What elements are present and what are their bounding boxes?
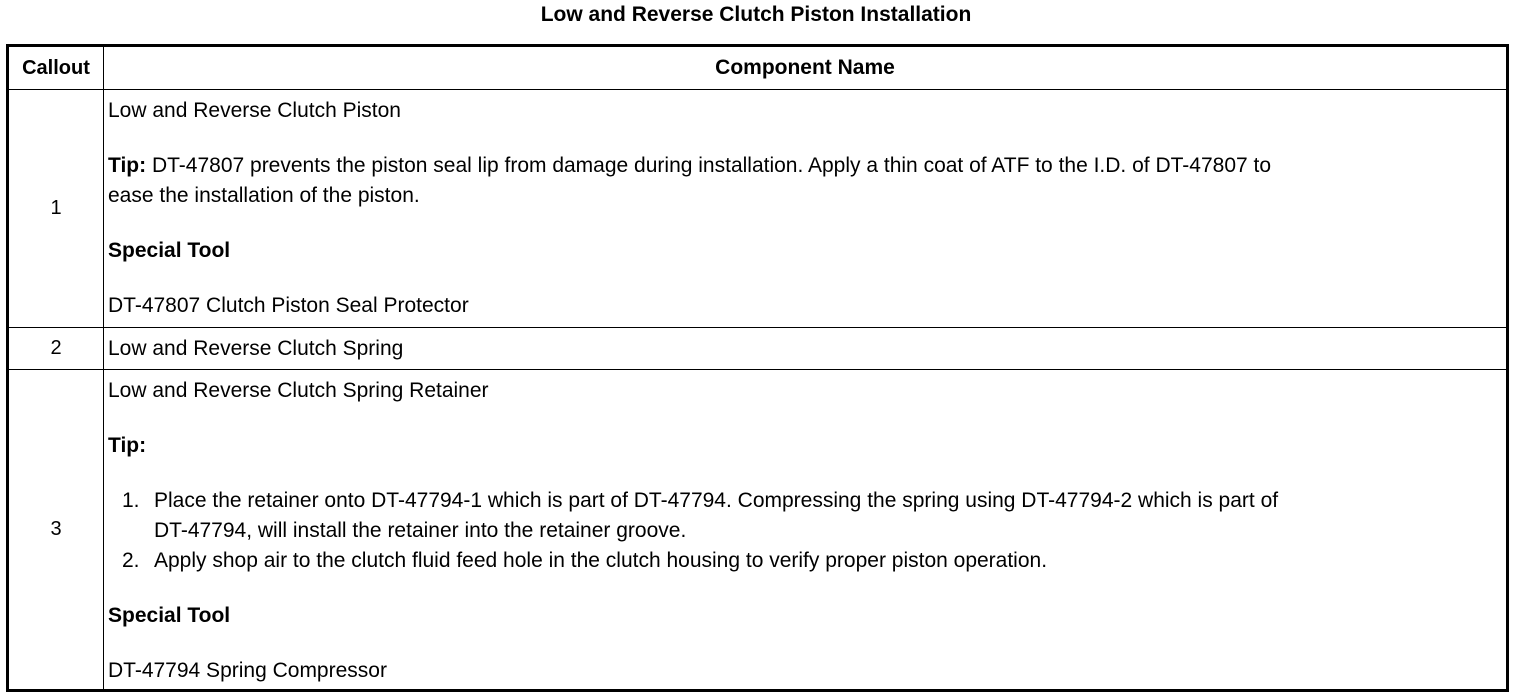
table-row: 3 Low and Reverse Clutch Spring Retainer…: [9, 369, 1506, 689]
component-cell: Low and Reverse Clutch Piston Tip: DT-47…: [104, 90, 1506, 327]
special-tool-name: DT-47794 Spring Compressor: [108, 659, 387, 682]
table-header-row: Callout Component Name: [9, 47, 1506, 89]
tip-line-2: ease the installation of the piston.: [108, 184, 420, 207]
component-cell: Low and Reverse Clutch Spring: [104, 328, 1506, 369]
list-item: 2. Apply shop air to the clutch fluid fe…: [104, 546, 1278, 576]
step-line-1: Apply shop air to the clutch fluid feed …: [154, 549, 1048, 572]
document-title: Low and Reverse Clutch Piston Installati…: [540, 3, 972, 26]
header-component-name: Component Name: [715, 56, 895, 79]
tip-line-1: DT-47807 prevents the piston seal lip fr…: [151, 154, 1272, 177]
callout-number: 1: [9, 90, 104, 327]
tip-label: Tip:: [108, 154, 147, 177]
list-item: 1. Place the retainer onto DT-47794-1 wh…: [104, 486, 1278, 546]
component-name: Low and Reverse Clutch Spring: [108, 337, 404, 360]
tip-label: Tip:: [108, 434, 147, 457]
step-number: 1.: [122, 489, 140, 512]
tip-text: Tip: DT-47807 prevents the piston seal l…: [108, 151, 1271, 181]
special-tool-label: Special Tool: [108, 604, 231, 627]
component-name: Low and Reverse Clutch Spring Retainer: [108, 379, 489, 402]
component-table: Callout Component Name 1 Low and Reverse…: [6, 44, 1509, 692]
table-row: 1 Low and Reverse Clutch Piston Tip: DT-…: [9, 89, 1506, 327]
callout-number: 3: [9, 370, 104, 689]
special-tool-label: Special Tool: [108, 239, 231, 262]
tip-steps-list: 1. Place the retainer onto DT-47794-1 wh…: [104, 486, 1278, 576]
component-name: Low and Reverse Clutch Piston: [108, 99, 401, 122]
component-cell: Low and Reverse Clutch Spring Retainer T…: [104, 370, 1506, 689]
header-callout: Callout: [9, 47, 104, 89]
step-line-1: Place the retainer onto DT-47794-1 which…: [154, 489, 1279, 512]
step-number: 2.: [122, 549, 140, 572]
table-row: 2 Low and Reverse Clutch Spring: [9, 327, 1506, 369]
special-tool-name: DT-47807 Clutch Piston Seal Protector: [108, 294, 469, 317]
step-line-2: DT-47794, will install the retainer into…: [154, 519, 687, 542]
callout-number: 2: [9, 328, 104, 369]
